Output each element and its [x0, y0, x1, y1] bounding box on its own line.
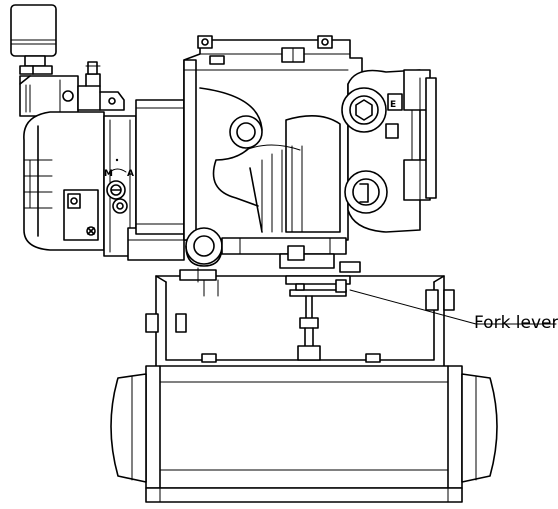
positioner-body [183, 35, 363, 269]
fork-lever-callout: Fork lever [349, 289, 558, 333]
side-cover: E [341, 69, 437, 233]
fork-lever [285, 275, 351, 361]
manifold-plate [103, 99, 185, 261]
cover-mark: E [390, 100, 396, 110]
auto-manual-switch: M A [104, 158, 134, 214]
rotary-actuator [110, 365, 498, 503]
terminal-housing [23, 111, 105, 251]
pressure-gauge [10, 4, 57, 75]
manual-mark: M [104, 169, 113, 179]
callout-leader-line [349, 289, 477, 325]
fork-lever-label: Fork lever [474, 313, 558, 333]
auto-mark: A [127, 169, 134, 179]
